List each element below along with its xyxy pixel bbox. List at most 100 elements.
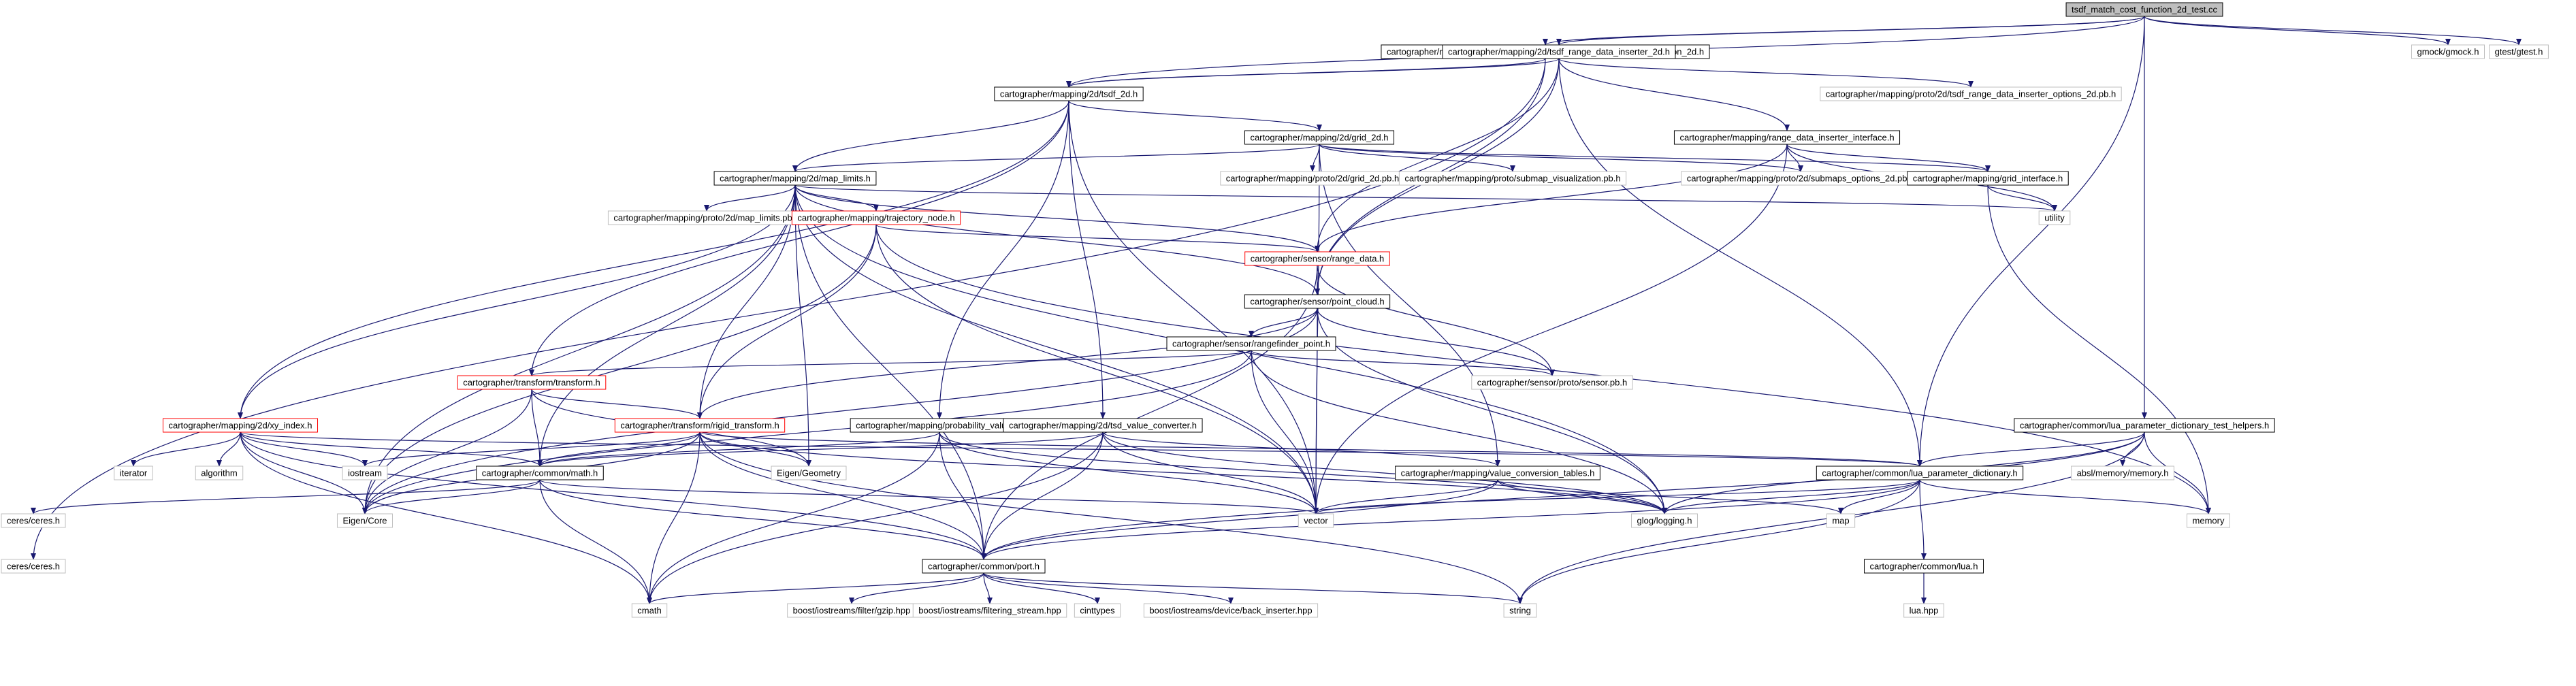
node-tsdf2d[interactable]: cartographer/mapping/2d/tsdf_2d.h [994, 86, 1144, 101]
node-label: cartographer/mapping/proto/2d/map_limits… [613, 212, 799, 223]
node-label: cartographer/mapping/value_conversion_ta… [1401, 468, 1595, 478]
node-lua_h[interactable]: cartographer/common/lua.h [1864, 559, 1984, 574]
node-label: string [1509, 605, 1531, 615]
edge-lua_dict-to-lua_h [1919, 479, 1927, 560]
edge-port-to-gzip [849, 572, 984, 604]
edge-math-to-ceres2 [31, 479, 541, 514]
edge-tsdf_inserter-to-inserter_opts_pb [1558, 58, 1974, 88]
edge-value_tables-to-vector [1313, 479, 1498, 514]
node-range_data[interactable]: cartographer/sensor/range_data.h [1244, 251, 1390, 266]
edge-tsdf_inserter-to-lua_dict [1558, 58, 1922, 467]
node-rigid[interactable]: cartographer/transform/rigid_transform.h [614, 418, 786, 433]
edge-transform-to-rigid [531, 389, 703, 419]
node-box [614, 418, 786, 433]
edge-traj_node-to-memory [875, 224, 2211, 514]
node-lua_hpp: lua.hpp [1903, 603, 1944, 618]
node-label: cartographer/mapping/grid_interface.h [1913, 173, 2063, 183]
edge-traj_node-to-rigid [697, 224, 877, 419]
node-label: iterator [120, 468, 148, 478]
edge-grid2d-to-submap_vis_pb [1319, 144, 1515, 172]
edge-grid_iface-to-memory [1987, 184, 2211, 514]
node-math[interactable]: cartographer/common/math.h [476, 466, 604, 480]
node-transform[interactable]: cartographer/transform/transform.h [457, 375, 607, 390]
node-box [1, 513, 66, 528]
edge-map_limits-to-xy_index [238, 184, 796, 419]
node-box [1395, 466, 1600, 480]
node-label: cartographer/common/lua_parameter_dictio… [1822, 468, 2017, 478]
node-label: cartographer/sensor/range_data.h [1251, 253, 1385, 263]
edge-lua_dict-to-map [1838, 479, 1920, 514]
edge-xy_index-to-math [240, 431, 543, 467]
edge-port-to-filt_stream [983, 572, 993, 604]
node-box [1816, 466, 2024, 480]
edge-tsdf_inserter-to-rdi_iface [1558, 58, 1790, 131]
node-box [162, 418, 319, 433]
node-label: cartographer/mapping/proto/2d/grid_2d.pb… [1226, 173, 1399, 183]
edge-xy_index-to-lua_dict [240, 431, 1922, 467]
node-rdi_iface[interactable]: cartographer/mapping/range_data_inserter… [1673, 130, 1901, 145]
node-box [1503, 603, 1537, 618]
edge-point_cloud-to-glog [1317, 308, 1667, 514]
edge-tsdf_cost-to-ceres [31, 58, 1546, 560]
node-box [791, 210, 961, 225]
edge-grid2d-to-map_limits [792, 144, 1320, 172]
edge-rigid-to-string [699, 431, 1523, 604]
node-vector: vector [1298, 513, 1334, 528]
node-grid2d[interactable]: cartographer/mapping/2d/grid_2d.h [1244, 130, 1395, 145]
node-label: map [1832, 515, 1849, 525]
edge-prob_values-to-cmath [647, 431, 940, 604]
node-box [457, 375, 607, 390]
edge-math-to-cmath [539, 479, 652, 604]
edge-map_limits-to-range_data [794, 184, 1320, 252]
edge-range_data-to-sensor_pb [1317, 265, 1555, 376]
node-label: gmock/gmock.h [2417, 46, 2479, 56]
node-box [1244, 294, 1391, 309]
node-label: memory [2193, 515, 2225, 525]
node-box [1143, 603, 1319, 618]
node-point_cloud[interactable]: cartographer/sensor/point_cloud.h [1244, 294, 1391, 309]
node-box [1298, 513, 1334, 528]
node-box [476, 466, 604, 480]
node-label: boost/iostreams/device/back_inserter.hpp [1149, 605, 1312, 615]
node-label: boost/iostreams/filter/gzip.hpp [793, 605, 911, 615]
node-label: Eigen/Geometry [777, 468, 841, 478]
node-utility: utility [2038, 210, 2071, 225]
edge-map_limits-to-rigid [697, 184, 796, 419]
node-label: vector [1304, 515, 1328, 525]
node-root[interactable]: tsdf_match_cost_function_2d_test.cc [2065, 2, 2223, 17]
edge-map_limits-to-traj_node [794, 184, 879, 212]
node-label: glog/logging.h [1637, 515, 1692, 525]
node-port[interactable]: cartographer/common/port.h [922, 559, 1046, 574]
edge-tsd_conv-to-glog [1102, 431, 1667, 514]
edge-lua_dict-to-port [981, 479, 1920, 560]
node-box [1003, 418, 1203, 433]
node-xy_index[interactable]: cartographer/mapping/2d/xy_index.h [162, 418, 319, 433]
node-grid_iface[interactable]: cartographer/mapping/grid_interface.h [1907, 171, 2069, 186]
node-tsd_conv[interactable]: cartographer/mapping/2d/tsd_value_conver… [1003, 418, 1203, 433]
node-box [2411, 44, 2485, 59]
edge-xy_index-to-iostream [240, 431, 368, 467]
edge-point_cloud-to-rangefinder [1249, 308, 1318, 338]
node-map: map [1826, 513, 1856, 528]
node-value_tables[interactable]: cartographer/mapping/value_conversion_ta… [1395, 466, 1600, 480]
edge-rdi_iface-to-range_data [1315, 144, 1788, 252]
node-prob_values[interactable]: cartographer/mapping/probability_values.… [850, 418, 1029, 433]
node-sensor_pb: cartographer/sensor/proto/sensor.pb.h [1471, 375, 1633, 390]
node-lua_test_helpers[interactable]: cartographer/common/lua_parameter_dictio… [2014, 418, 2275, 433]
node-map_limits[interactable]: cartographer/mapping/2d/map_limits.h [713, 171, 877, 186]
node-box [912, 603, 1067, 618]
node-box [1398, 171, 1627, 186]
node-label: cartographer/mapping/2d/tsdf_range_data_… [1448, 46, 1670, 56]
node-rangefinder[interactable]: cartographer/sensor/rangefinder_point.h [1166, 336, 1336, 351]
node-label: cartographer/transform/transform.h [463, 377, 600, 387]
edge-port-to-cmath [647, 572, 984, 604]
edge-tsd_conv-to-cmath [647, 431, 1104, 604]
node-traj_node[interactable]: cartographer/mapping/trajectory_node.h [791, 210, 961, 225]
node-label: cartographer/mapping/proto/2d/submaps_op… [1687, 173, 1915, 183]
node-tsdf_inserter[interactable]: cartographer/mapping/2d/tsdf_range_data_… [1442, 44, 1676, 59]
edge-math-to-port [539, 479, 986, 560]
edge-lua_dict-to-memory [1919, 479, 2211, 514]
node-lua_dict[interactable]: cartographer/common/lua_parameter_dictio… [1816, 466, 2024, 480]
edge-lua_test_helpers-to-lua_dict [1917, 431, 2145, 467]
edge-map_limits-to-vector [794, 184, 1319, 514]
